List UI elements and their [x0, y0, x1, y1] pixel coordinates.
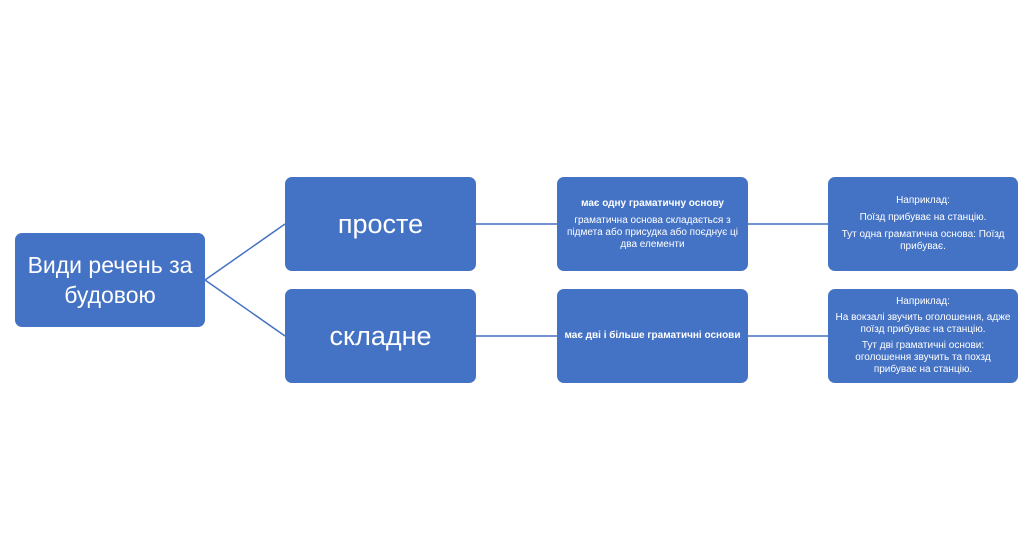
- description-simple-title: має одну граматичну основу: [581, 197, 724, 209]
- example-simple-heading: Наприклад:: [896, 195, 950, 206]
- example-complex-note: Тут дві граматичні основи: оголошення зв…: [855, 340, 991, 375]
- description-simple: має одну граматичну основу граматична ос…: [557, 177, 748, 271]
- connector-root-complex: [204, 279, 286, 337]
- connector-root-simple: [204, 223, 286, 281]
- example-simple-sentence: Поїзд прибуває на станцію.: [859, 212, 987, 223]
- branch-simple: просте: [285, 177, 476, 271]
- example-complex-heading: Наприклад:: [896, 296, 950, 307]
- example-simple: Наприклад: Поїзд прибуває на станцію. Ту…: [828, 177, 1018, 271]
- description-complex-title: має дві і більше граматичні основи: [564, 330, 741, 341]
- branch-complex: складне: [285, 289, 476, 383]
- branch-complex-label: складне: [329, 320, 432, 351]
- example-simple-note: Тут одна граматична основа: Поїзд прибув…: [841, 229, 1005, 252]
- example-complex-sentence: На вокзалі звучить оголошення, адже поїз…: [835, 312, 1011, 335]
- example-complex: Наприклад: На вокзалі звучить оголошення…: [828, 289, 1018, 383]
- root-label: Види речень за будовою: [27, 252, 193, 308]
- description-simple-text: граматична основа складається з підмета …: [567, 214, 738, 250]
- description-complex: має дві і більше граматичні основи: [557, 289, 748, 383]
- branch-simple-label: просте: [337, 208, 424, 239]
- root-node: Види речень за будовою: [15, 233, 205, 327]
